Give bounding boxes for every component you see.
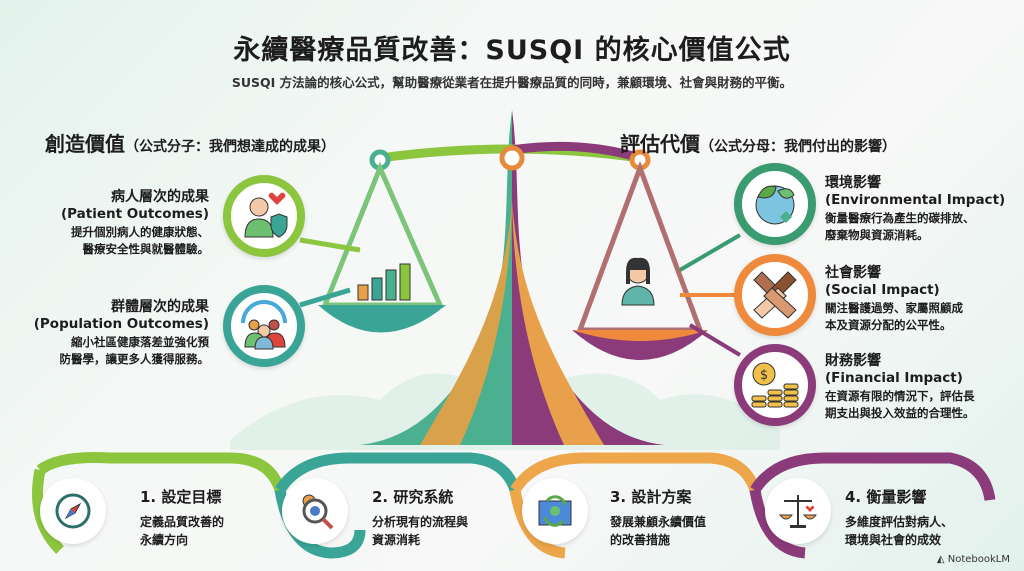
brand-label: NotebookLM (947, 554, 1010, 565)
joined-hands-icon (734, 254, 816, 336)
item-desc: 衡量醫療行為產生的碳排放、廢棄物與資源消耗。 (825, 211, 975, 242)
compass-icon (40, 478, 106, 544)
balance-scale-icon (765, 478, 831, 544)
environmental-impact-item: 環境影響 (Environmental Impact) 衡量醫療行為產生的碳排放… (825, 172, 1005, 244)
item-english: (Patient Outcomes) (60, 206, 209, 222)
heading-note: （公式分母：我們付出的影響） (700, 139, 896, 155)
coins-dollar-icon: $ (734, 344, 816, 426)
step-title: 4. 衡量影響 (845, 488, 927, 506)
gear-magnifier-icon (282, 478, 348, 544)
item-desc: 縮小社區健康落差並強化預防醫學，讓更多人獲得服務。 (59, 335, 210, 366)
patient-heart-shield-icon (223, 175, 305, 257)
svg-text:$: $ (760, 368, 768, 383)
item-english: (Population Outcomes) (33, 316, 209, 332)
item-title: 環境影響 (825, 175, 881, 191)
create-value-heading: 創造價值（公式分子：我們想達成的成果） (45, 128, 335, 157)
page-subtitle: SUSQI 方法論的核心公式，幫助醫療從業者在提升醫療品質的同時，兼顧環境、社會… (231, 75, 793, 90)
page-title: 永續醫療品質改善：SUSQI 的核心價值公式 (233, 35, 791, 66)
step-2: 2. 研究系統分析現有的流程與資源消耗 (372, 486, 468, 549)
step-title: 2. 研究系統 (372, 488, 454, 506)
item-english: (Financial Impact) (825, 370, 963, 386)
assess-cost-heading: 評估代價（公式分母：我們付出的影響） (620, 128, 896, 157)
step-desc: 發展兼顧永續價值的改善措施 (610, 515, 707, 547)
heading-main: 評估代價 (620, 132, 700, 156)
step-desc: 分析現有的流程與資源消耗 (372, 515, 469, 547)
heading-note: （公式分子：我們想達成的成果） (125, 139, 335, 155)
heading-main: 創造價值 (45, 132, 125, 156)
item-title: 群體層次的成果 (111, 299, 209, 315)
population-group-icon (223, 285, 305, 367)
item-english: (Social Impact) (825, 282, 940, 298)
item-desc: 關注醫護過勞、家屬照顧成本及資源分配的公平性。 (825, 301, 963, 332)
step-desc: 多維度評估對病人、環境與社會的成效 (845, 515, 954, 547)
step-desc: 定義品質改善的永續方向 (140, 515, 225, 547)
step-4: 4. 衡量影響多維度評估對病人、環境與社會的成效 (845, 486, 953, 549)
item-title: 社會影響 (825, 265, 881, 281)
item-english: (Environmental Impact) (825, 192, 1006, 208)
patient-outcomes-item: 病人層次的成果 (Patient Outcomes) 提升個別病人的健康狀態、醫… (61, 186, 209, 258)
step-title: 1. 設定目標 (140, 488, 222, 506)
notebooklm-logo-icon: ◭ (936, 554, 948, 565)
globe-leaf-recycle-icon (734, 163, 816, 245)
bar-chart-icon (357, 263, 411, 301)
population-outcomes-item: 群體層次的成果 (Population Outcomes) 縮小社區健康落差並強… (34, 296, 209, 368)
social-impact-item: 社會影響 (Social Impact) 關注醫護過勞、家屬照顧成本及資源分配的… (825, 262, 963, 334)
item-desc: 提升個別病人的健康狀態、醫療安全性與就醫體驗。 (71, 225, 209, 256)
nurse-icon (621, 257, 655, 306)
item-desc: 在資源有限的情況下，評估長期支出與投入效益的合理性。 (825, 389, 975, 420)
blueprint-cycle-icon (522, 478, 588, 544)
step-3: 3. 設計方案發展兼顧永續價值的改善措施 (610, 486, 706, 549)
step-1: 1. 設定目標定義品質改善的永續方向 (140, 486, 224, 549)
item-title: 財務影響 (825, 353, 881, 369)
item-title: 病人層次的成果 (111, 189, 209, 205)
financial-impact-item: 財務影響 (Financial Impact) 在資源有限的情況下，評估長期支出… (825, 350, 975, 422)
step-title: 3. 設計方案 (610, 488, 692, 506)
notebooklm-brand: ◭ NotebookLM (937, 554, 1010, 565)
